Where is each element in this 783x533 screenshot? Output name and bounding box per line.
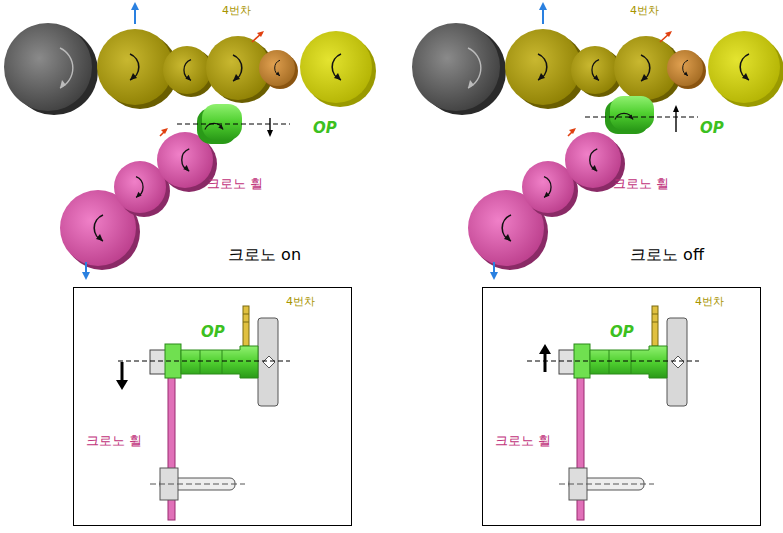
detail-frame: 4번차 OP 크로노 휠 <box>482 287 761 526</box>
part-label: 4번차 <box>222 5 251 17</box>
part-label: 4번차 <box>286 296 315 308</box>
part-label: 크로노 휠 <box>613 177 669 191</box>
op-label: OP <box>201 324 225 341</box>
op-label: OP <box>610 324 634 341</box>
part-label: 크로노 휠 <box>86 434 142 448</box>
part-label: 크로노 휠 <box>495 434 551 448</box>
detail-frame: 4번차 OP 크로노 휠 <box>73 287 352 526</box>
part-label: 크로노 휠 <box>207 177 263 191</box>
op-label: OP <box>313 120 337 137</box>
part-label: 4번차 <box>630 5 659 17</box>
state-caption: 크로노 on <box>228 246 301 264</box>
state-caption: 크로노 off <box>630 246 704 264</box>
op-label: OP <box>700 120 724 137</box>
op-pinion-off <box>585 96 698 134</box>
op-pinion-on <box>177 104 290 144</box>
part-label: 4번차 <box>695 296 724 308</box>
